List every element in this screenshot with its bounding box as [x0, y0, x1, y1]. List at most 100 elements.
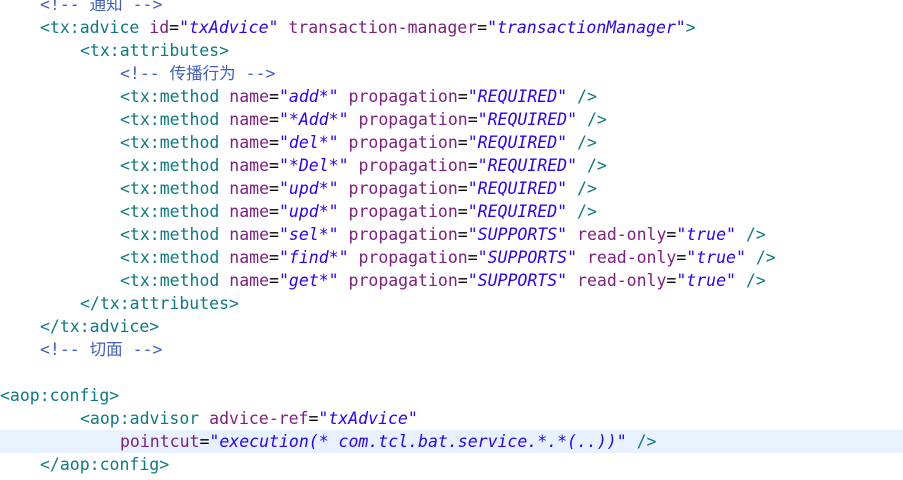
- xml-tag: />: [577, 156, 607, 175]
- xml-tag: <aop:config>: [0, 386, 120, 405]
- whitespace: [349, 110, 359, 129]
- attribute-name: id: [149, 18, 170, 37]
- code-line[interactable]: <tx:method name="*Del*" propagation="REQ…: [0, 154, 903, 177]
- code-line[interactable]: <tx:method name="del*" propagation="REQU…: [0, 131, 903, 154]
- equals-sign: =: [269, 110, 279, 129]
- xml-comment: <!-- 切面 -->: [40, 340, 163, 359]
- attribute-name: name: [229, 225, 270, 244]
- equals-sign: =: [269, 271, 279, 290]
- code-line[interactable]: <!-- 通知 -->: [0, 0, 903, 16]
- equals-sign: =: [269, 202, 279, 221]
- attribute-value: "REQUIRED": [477, 110, 578, 129]
- equals-sign: =: [269, 248, 279, 267]
- attribute-value: "REQUIRED": [467, 133, 568, 152]
- attribute-value: "execution(* com.tcl.bat.service.*.*(..)…: [209, 432, 627, 451]
- attribute-name: propagation: [348, 271, 458, 290]
- whitespace: [339, 133, 349, 152]
- attribute-name: propagation: [348, 133, 458, 152]
- attribute-name: pointcut: [120, 432, 200, 451]
- whitespace: [577, 248, 587, 267]
- attribute-name: transaction-manager: [288, 18, 478, 37]
- equals-sign: =: [457, 87, 468, 106]
- attribute-name: propagation: [348, 179, 458, 198]
- attribute-name: propagation: [348, 225, 458, 244]
- equals-sign: =: [269, 87, 279, 106]
- equals-sign: =: [457, 179, 468, 198]
- code-line[interactable]: </tx:attributes>: [0, 292, 903, 315]
- xml-tag: </aop:config>: [40, 455, 170, 474]
- code-line[interactable]: <aop:config>: [0, 384, 903, 407]
- attribute-value: "REQUIRED": [477, 156, 578, 175]
- code-line[interactable]: [0, 361, 903, 384]
- whitespace: [349, 156, 359, 175]
- attribute-name: propagation: [358, 248, 468, 267]
- code-line[interactable]: <!-- 传播行为 -->: [0, 62, 903, 85]
- equals-sign: =: [457, 133, 468, 152]
- attribute-name: name: [229, 179, 270, 198]
- code-line[interactable]: <tx:method name="upd*" propagation="REQU…: [0, 177, 903, 200]
- attribute-name: propagation: [358, 110, 468, 129]
- code-line[interactable]: </tx:advice>: [0, 315, 903, 338]
- attribute-name: propagation: [348, 202, 458, 221]
- attribute-name: read-only: [577, 225, 667, 244]
- code-line[interactable]: <!-- 切面 -->: [0, 338, 903, 361]
- xml-tag: </tx:attributes>: [80, 294, 239, 313]
- xml-tag: <tx:method: [120, 133, 230, 152]
- xml-tag: />: [735, 225, 766, 244]
- equals-sign: =: [467, 110, 478, 129]
- xml-tag: <tx:method: [120, 271, 230, 290]
- equals-sign: =: [308, 409, 319, 428]
- attribute-name: name: [229, 87, 270, 106]
- xml-tag: <tx:method: [120, 248, 230, 267]
- code-line[interactable]: <tx:method name="sel*" propagation="SUPP…: [0, 223, 903, 246]
- code-line[interactable]: <tx:method name="upd*" propagation="REQU…: [0, 200, 903, 223]
- code-line[interactable]: <aop:advisor advice-ref="txAdvice": [0, 407, 903, 430]
- whitespace: [567, 225, 577, 244]
- xml-comment: <!-- 通知 -->: [40, 0, 163, 14]
- code-line[interactable]: <tx:method name="get*" propagation="SUPP…: [0, 269, 903, 292]
- xml-tag: />: [567, 87, 597, 106]
- xml-tag: <tx:method: [120, 179, 230, 198]
- xml-tag: <tx:method: [120, 156, 230, 175]
- xml-tag: />: [735, 271, 766, 290]
- xml-tag: />: [567, 202, 597, 221]
- attribute-value: "*Del*": [278, 156, 349, 175]
- equals-sign: =: [457, 271, 468, 290]
- code-line[interactable]: <tx:method name="add*" propagation="REQU…: [0, 85, 903, 108]
- equals-sign: =: [269, 179, 279, 198]
- attribute-value: "find*": [278, 248, 349, 267]
- attribute-value: "REQUIRED": [467, 87, 568, 106]
- attribute-name: name: [229, 248, 270, 267]
- whitespace: [339, 179, 349, 198]
- xml-tag: <tx:method: [120, 87, 230, 106]
- code-line[interactable]: <tx:method name="find*" propagation="SUP…: [0, 246, 903, 269]
- xml-tag: <tx:method: [120, 110, 230, 129]
- xml-tag: </tx:advice>: [40, 317, 160, 336]
- attribute-value: "add*": [278, 87, 339, 106]
- equals-sign: =: [666, 271, 677, 290]
- attribute-name: name: [229, 156, 270, 175]
- whitespace: [278, 18, 288, 37]
- code-line[interactable]: <tx:advice id="txAdvice" transaction-man…: [0, 16, 903, 39]
- code-line[interactable]: <tx:method name="*Add*" propagation="REQ…: [0, 108, 903, 131]
- code-line-current[interactable]: pointcut="execution(* com.tcl.bat.servic…: [0, 430, 903, 453]
- xml-tag: <tx:method: [120, 225, 230, 244]
- attribute-value: "SUPPORTS": [467, 225, 568, 244]
- whitespace: [339, 87, 349, 106]
- equals-sign: =: [477, 18, 488, 37]
- attribute-name: propagation: [348, 87, 458, 106]
- equals-sign: =: [269, 156, 279, 175]
- xml-tag: />: [745, 248, 776, 267]
- equals-sign: =: [467, 248, 478, 267]
- equals-sign: =: [269, 225, 279, 244]
- attribute-value: "true": [686, 248, 746, 267]
- attribute-value: "upd*": [278, 202, 339, 221]
- equals-sign: =: [269, 133, 279, 152]
- xml-tag: <tx:method: [120, 202, 230, 221]
- equals-sign: =: [666, 225, 677, 244]
- code-line[interactable]: <tx:attributes>: [0, 39, 903, 62]
- equals-sign: =: [676, 248, 687, 267]
- code-line[interactable]: </aop:config>: [0, 453, 903, 476]
- attribute-value: "transactionManager": [487, 18, 686, 37]
